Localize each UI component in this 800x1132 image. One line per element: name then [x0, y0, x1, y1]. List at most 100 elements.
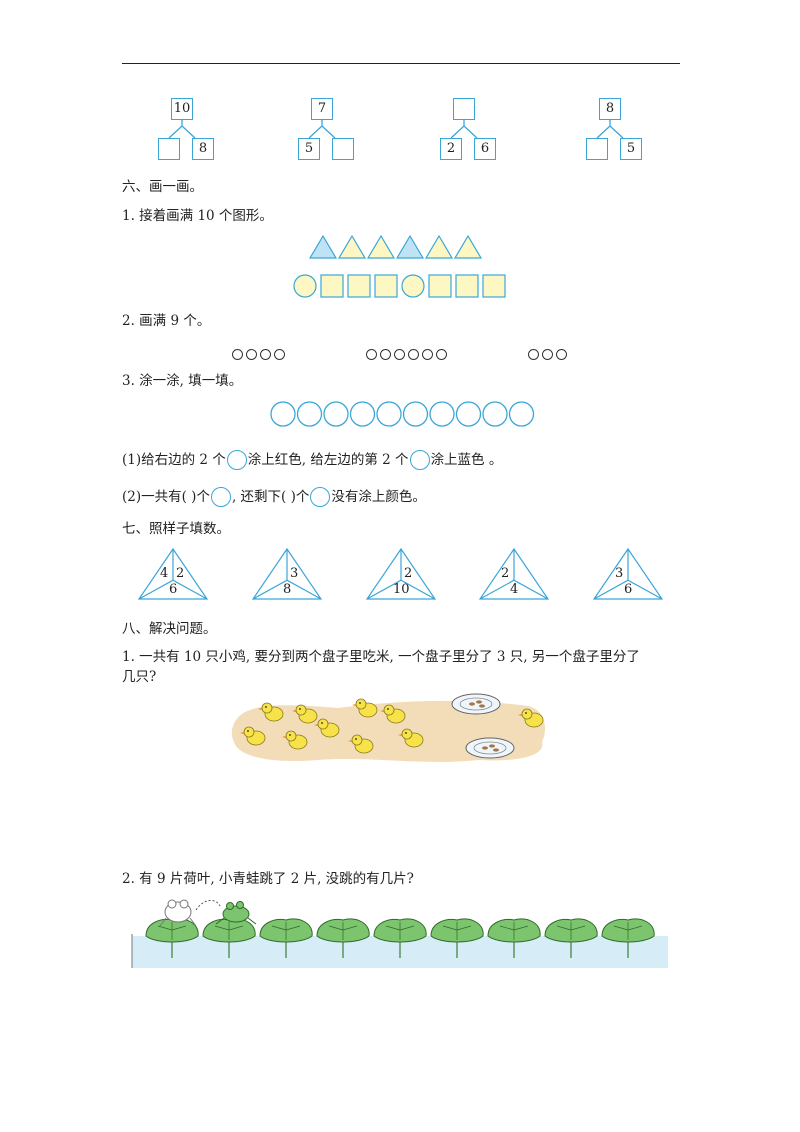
chick-icon: [282, 730, 308, 750]
decomp-right-box: 5: [620, 138, 642, 160]
small-circle: [408, 349, 419, 360]
small-circle: [556, 349, 567, 360]
decomp-right-box[interactable]: [332, 138, 354, 160]
chick-icon: [398, 728, 424, 748]
triangle-shape: [337, 234, 367, 259]
square-shape: [482, 274, 506, 298]
plate-top: [451, 693, 501, 715]
lily-pad-icon: [316, 918, 370, 958]
square-shape: [374, 274, 398, 298]
chick-icon: [380, 704, 406, 724]
chick-icon: [314, 718, 340, 738]
lily-pad-icon: [544, 918, 598, 958]
decomp-top-box: 10: [171, 98, 193, 120]
decomp-connector: [596, 120, 624, 139]
square-shape: [455, 274, 479, 298]
triangle-shape: [424, 234, 454, 259]
paint-circle[interactable]: [455, 401, 482, 427]
paint-circle[interactable]: [429, 401, 455, 427]
question-8-1-line2: 几只?: [122, 669, 157, 685]
q3b-text-2: , 还剩下( )个: [231, 489, 310, 505]
lily-pad-group: [145, 918, 655, 958]
section-8-title: 八、解决问题。: [122, 621, 217, 637]
triangle-shape: [366, 234, 396, 259]
circle-icon: [409, 450, 430, 470]
question-8-2: 2. 有 9 片荷叶, 小青蛙跳了 2 片, 没跳的有几片?: [122, 871, 414, 887]
number-triangle: [478, 547, 550, 600]
circle-group-3: [528, 345, 570, 364]
small-circle: [394, 349, 405, 360]
header-rule: [122, 63, 680, 64]
decomp-top-box[interactable]: [453, 98, 475, 120]
number-triangle: [592, 547, 664, 600]
question-8-1-line1: 1. 一共有 10 只小鸡, 要分到两个盘子里吃米, 一个盘子里分了 3 只, …: [122, 649, 640, 665]
square-shape: [347, 274, 371, 298]
decomp-left-box[interactable]: [586, 138, 608, 160]
triangle-bottom-number: 4: [510, 582, 519, 597]
chick-icon: [352, 698, 378, 718]
paint-circle[interactable]: [402, 401, 429, 427]
paint-circle[interactable]: [323, 401, 349, 427]
paint-circle[interactable]: [296, 401, 323, 427]
small-circle: [274, 349, 285, 360]
triangle-shape: [308, 234, 338, 259]
triangle-shape: [395, 234, 425, 259]
circle-group-2: [366, 345, 450, 364]
small-circle: [380, 349, 391, 360]
paint-circle[interactable]: [349, 401, 376, 427]
frog-icon: [215, 901, 257, 925]
triangle-right-number: 2: [404, 566, 413, 581]
question-6-3: 3. 涂一涂, 填一填。: [122, 373, 243, 389]
circle-icon: [310, 487, 331, 507]
decomp-connector: [450, 120, 478, 139]
shape-pattern: [293, 234, 506, 298]
paint-circle[interactable]: [376, 401, 402, 427]
chick-icon: [240, 726, 266, 746]
triangle-bottom-number: 6: [169, 582, 178, 597]
circle-shape: [401, 274, 425, 298]
lily-pad-icon: [487, 918, 541, 958]
lily-pad-icon: [145, 918, 199, 958]
triangle-bottom-number: 8: [283, 582, 292, 597]
ten-circles-row: [270, 401, 535, 427]
triangle-right-number: 2: [176, 566, 185, 581]
lily-pad-icon: [430, 918, 484, 958]
chick-icon: [258, 702, 284, 722]
small-circle: [260, 349, 271, 360]
decomp-left-box: 5: [298, 138, 320, 160]
number-triangle: [137, 547, 209, 600]
lily-pad-illustration: [131, 899, 668, 968]
triangle-left-number: 3: [615, 566, 624, 581]
decomp-right-box: 8: [192, 138, 214, 160]
circle-icon: [210, 487, 231, 507]
question-6-3-b: (2)一共有( )个, 还剩下( )个没有涂上颜色。: [122, 487, 426, 507]
plate-bottom: [465, 737, 515, 759]
chick-icon: [292, 704, 318, 724]
paint-circle[interactable]: [508, 401, 535, 427]
triangle-bottom-number: 6: [624, 582, 633, 597]
chick-icon: [348, 734, 374, 754]
section-6-title: 六、画一画。: [122, 179, 203, 195]
paint-circle[interactable]: [482, 401, 508, 427]
q3a-text-2: 涂上红色, 给左边的第 2 个: [247, 452, 409, 468]
chick-icon: [518, 708, 544, 728]
question-6-1: 1. 接着画满 10 个图形。: [122, 208, 273, 224]
triangle-right-number: 3: [290, 566, 299, 581]
jump-arrow: [195, 900, 221, 911]
small-circle: [422, 349, 433, 360]
chicks-illustration: [231, 693, 546, 762]
decomp-top-box: 7: [311, 98, 333, 120]
circle-icon: [226, 450, 247, 470]
q3a-text-3: 涂上蓝色 。: [430, 452, 503, 468]
decomp-right-box: 6: [474, 138, 496, 160]
question-6-2: 2. 画满 9 个。: [122, 313, 211, 329]
triangle-bottom-number: 10: [393, 582, 410, 597]
lily-pad-icon: [601, 918, 655, 958]
paint-circle[interactable]: [270, 401, 296, 427]
lily-pad-icon: [202, 918, 256, 958]
q3b-text-3: 没有涂上颜色。: [331, 489, 426, 505]
triangle-left-number: 2: [501, 566, 510, 581]
decomp-left-box[interactable]: [158, 138, 180, 160]
small-circle: [528, 349, 539, 360]
triangle-shape: [453, 234, 483, 259]
